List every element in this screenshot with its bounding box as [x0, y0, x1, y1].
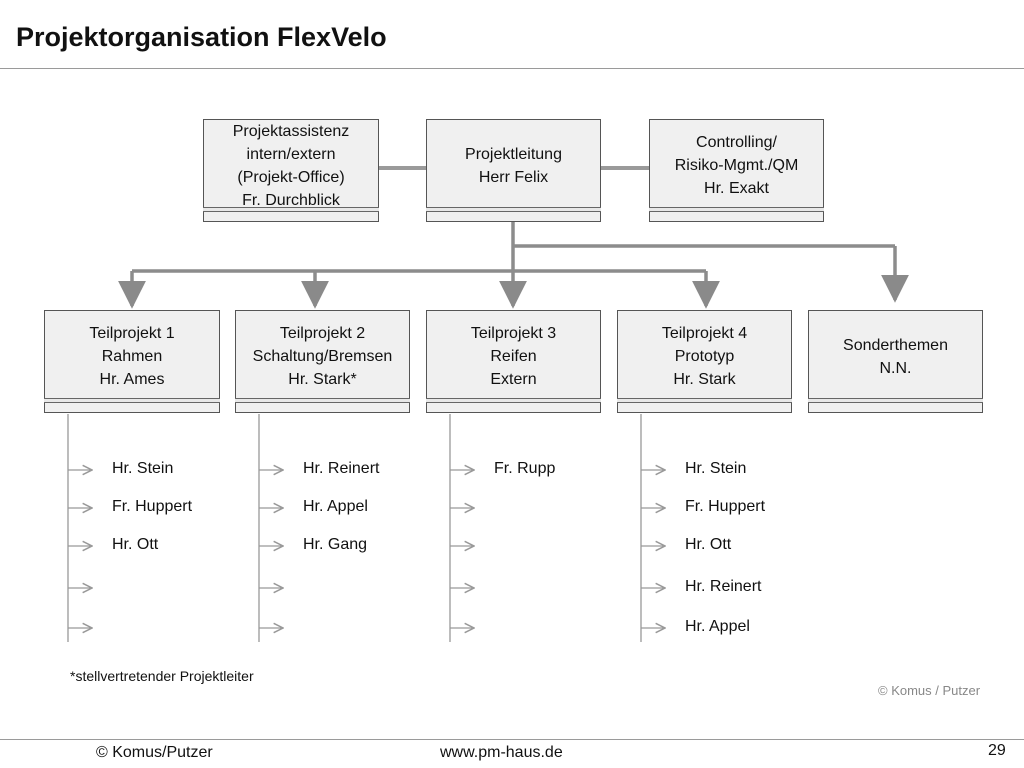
team-member: Hr. Ott: [685, 536, 732, 553]
copyright-credit: © Komus / Putzer: [878, 683, 981, 698]
team-member: Hr. Reinert: [685, 578, 762, 595]
box-text-line: Teilprojekt 1: [89, 325, 175, 342]
team-member: Hr. Reinert: [303, 460, 380, 477]
box-text-line: Schaltung/Bremsen: [252, 348, 393, 365]
page-title: Projektorganisation FlexVelo: [16, 22, 387, 52]
box-text-line: Extern: [490, 371, 537, 388]
box-text-line: Hr. Exakt: [704, 180, 769, 197]
box-text-line: Hr. Ames: [99, 371, 165, 388]
box-text-line: Fr. Durchblick: [242, 191, 340, 209]
box-text-line: Teilprojekt 4: [661, 325, 748, 342]
box-text-line: Hr. Stark: [673, 371, 736, 388]
member-connectors: [67, 414, 665, 642]
box-text-line: Hr. Stark*: [288, 371, 357, 388]
box-bottom-band: [649, 207, 824, 212]
footnote: *stellvertretender Projektleiter: [70, 668, 254, 684]
box-text-line: Controlling/: [696, 134, 777, 151]
page-number: 29: [988, 742, 1006, 759]
box-text-line: Risiko-Mgmt./QM: [674, 157, 799, 174]
box-text-line: Teilprojekt 2: [279, 325, 366, 342]
box-text-line: Prototyp: [674, 348, 735, 365]
box-text-line: Teilprojekt 3: [470, 325, 557, 342]
team-member: Hr. Ott: [112, 536, 159, 553]
team-member: Hr. Appel: [303, 498, 368, 515]
footer-divider: [0, 739, 1024, 740]
team-member: Hr. Stein: [112, 460, 174, 477]
box-text-line: Projektleitung: [465, 145, 562, 163]
footer-copyright: © Komus/Putzer: [96, 744, 213, 761]
box-text-line: (Projekt-Office): [237, 168, 345, 186]
box-text-line: N.N.: [879, 359, 912, 377]
box-projektassistenz: Projektassistenz intern/extern (Projekt-Of…: [203, 119, 379, 222]
box-text-line: Sonderthemen: [843, 336, 948, 354]
box-bottom-band: [426, 398, 601, 403]
box-bottom-band: [203, 207, 379, 212]
box-bottom-band: [617, 398, 792, 403]
box-text-line: Herr Felix: [478, 168, 549, 186]
box-bottom-band: [426, 207, 601, 212]
box-bottom-band: [235, 398, 410, 403]
box-bottom-band: [44, 398, 220, 403]
title-divider: [0, 68, 1024, 69]
box-text-line: Rahmen: [101, 348, 163, 365]
box-bottom-band: [808, 398, 983, 403]
team-member: Fr. Rupp: [494, 460, 556, 477]
team-member: Hr. Stein: [685, 460, 747, 477]
team-member: Fr. Huppert: [112, 498, 193, 515]
box-text-line: Reifen: [490, 348, 537, 365]
footer-website[interactable]: www.pm-haus.de: [440, 744, 563, 761]
box-controlling: Controlling/Risiko-Mgmt./QM Hr. Exakt: [649, 119, 824, 222]
hierarchy-connectors: [118, 222, 909, 309]
team-member: Hr. Appel: [685, 618, 750, 635]
team-member: Fr. Huppert: [685, 498, 766, 515]
box-text-line: Projektassistenz: [232, 122, 350, 140]
team-member: Hr. Gang: [303, 536, 368, 553]
box-text-line: intern/extern: [246, 145, 336, 163]
